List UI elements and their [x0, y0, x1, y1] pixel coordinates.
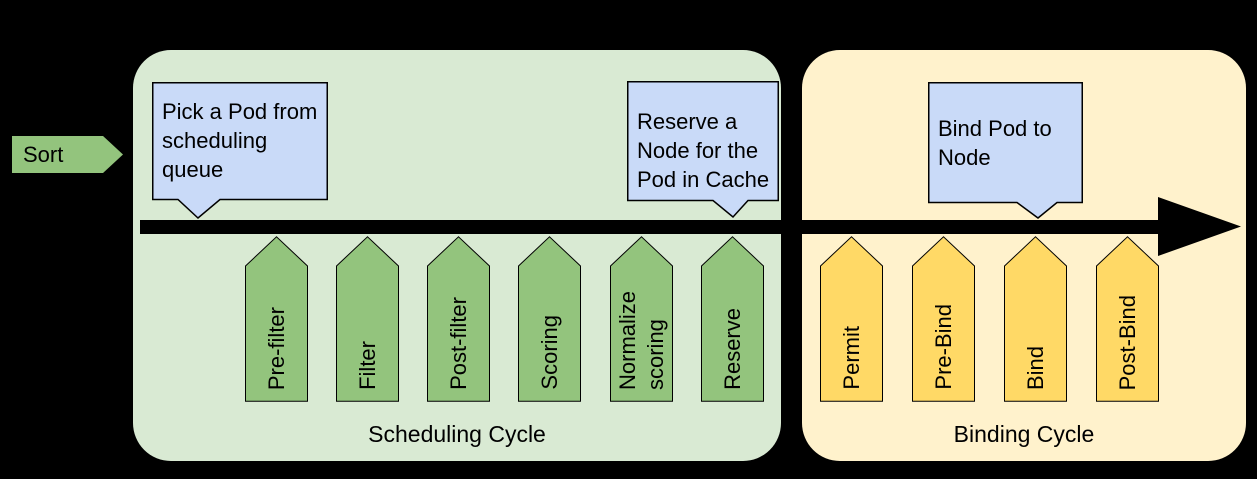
callout-bind-pod-text: Bind Pod to Node [938, 115, 1052, 170]
stage-arrow-reserve: Reserve [701, 236, 764, 402]
stage-arrow-pre-bind: Pre-Bind [912, 236, 975, 402]
stage-arrow-normalize-scoring: Normalize scoring [610, 236, 673, 402]
pentagon-arrow-shape [427, 236, 490, 402]
stage-arrow-post-filter: Post-filter [427, 236, 490, 402]
binding-cycle-label: Binding Cycle [953, 421, 1095, 447]
stage-label: Pre-filter [263, 306, 289, 390]
stage-arrow-pre-filter: Pre-filter [245, 236, 308, 402]
callout-bubble-shape [152, 82, 328, 219]
stage-label: Post-filter [445, 297, 471, 390]
stage-arrow-permit: Permit [820, 236, 883, 402]
pentagon-arrow-shape [518, 236, 581, 402]
stage-label: Post-Bind [1114, 294, 1140, 390]
callout-bind-pod: Bind Pod to Node [928, 82, 1083, 222]
stage-label: Reserve [719, 308, 745, 390]
pentagon-arrow-shape [1096, 236, 1159, 402]
scheduling-cycle-label: Scheduling Cycle [368, 421, 546, 447]
pentagon-arrow-shape [1004, 236, 1067, 402]
pentagon-arrow-shape [245, 236, 308, 402]
callout-pick-pod: Pick a Pod from scheduling queue [152, 82, 328, 222]
stage-label: Bind [1022, 345, 1048, 390]
stage-arrow-scoring: Scoring [518, 236, 581, 402]
stage-label: Filter [354, 341, 380, 390]
callout-bubble-shape [928, 82, 1083, 219]
stage-arrow-post-bind: Post-Bind [1096, 236, 1159, 402]
pentagon-arrow-shape [336, 236, 399, 402]
callout-reserve-node-text: Reserve a Node for the Pod in Cache [637, 109, 770, 192]
callout-reserve-node: Reserve a Node for the Pod in Cache [627, 81, 779, 221]
sort-stage-arrow: Sort [12, 136, 123, 173]
pentagon-arrow-shape [610, 236, 673, 402]
callout-pick-pod-text: Pick a Pod from scheduling queue [162, 99, 318, 182]
stage-arrow-bind: Bind [1004, 236, 1067, 402]
stage-label: Permit [838, 326, 864, 390]
stage-label: Scoring [536, 315, 562, 390]
stage-arrow-filter: Filter [336, 236, 399, 402]
pentagon-arrow-shape [912, 236, 975, 402]
stage-label: Normalize scoring [614, 290, 668, 390]
stage-label: Pre-Bind [930, 304, 956, 390]
callout-bubble-shape [627, 81, 779, 219]
pentagon-arrow-shape [820, 236, 883, 402]
sort-stage-label: Sort [23, 142, 64, 167]
pentagon-arrow-shape [701, 236, 764, 402]
